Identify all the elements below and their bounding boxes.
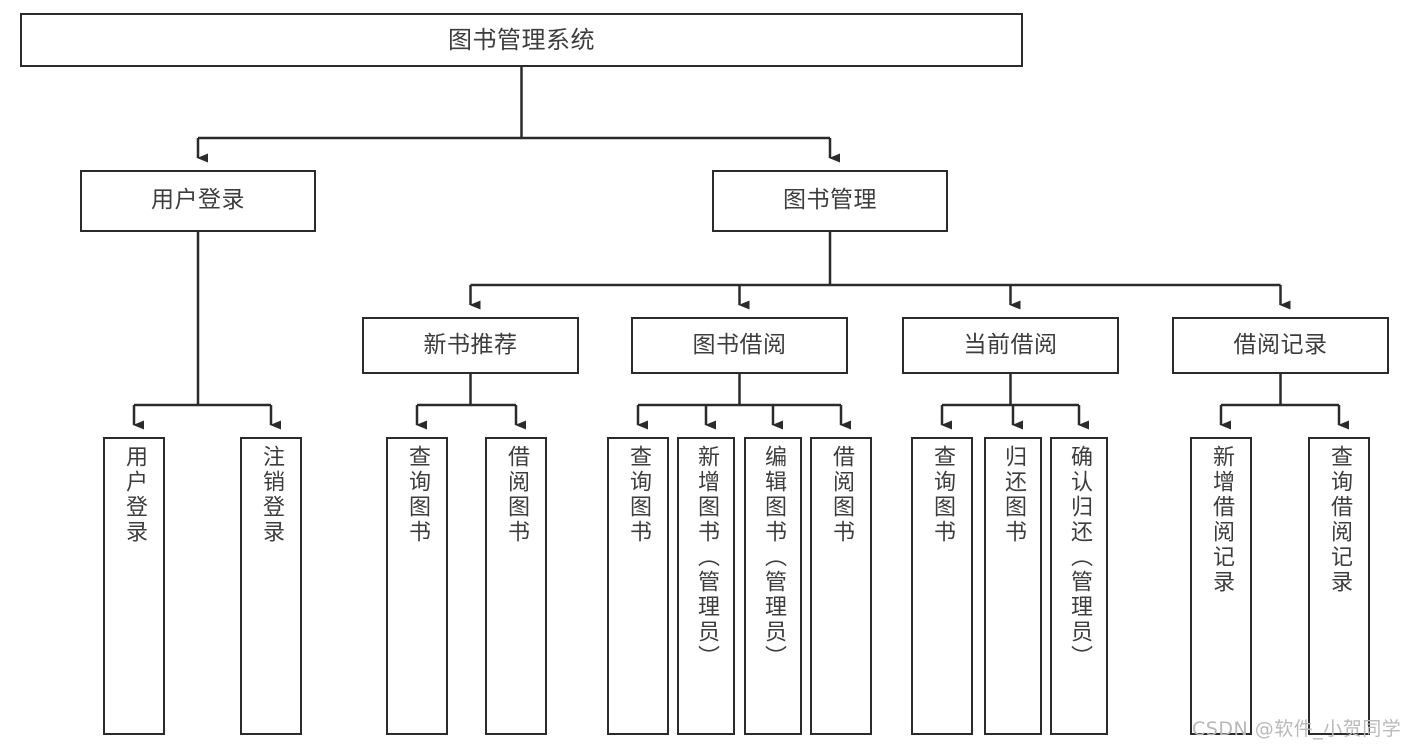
node-current-borrow[interactable]: 当前借阅 xyxy=(902,317,1119,374)
node-label-leaf-confirm-return: 确认归还（管理员） xyxy=(1067,445,1092,670)
node-leaf-logout[interactable]: 注销登录 xyxy=(240,437,302,735)
node-leaf-edit-book[interactable]: 编辑图书（管理员） xyxy=(744,437,802,735)
node-label-leaf-borrow-book-1: 借阅图书 xyxy=(504,445,529,545)
node-leaf-add-book[interactable]: 新增图书（管理员） xyxy=(677,437,735,735)
node-label-leaf-query-book-3: 查询图书 xyxy=(930,445,955,545)
node-borrow-record[interactable]: 借阅记录 xyxy=(1172,317,1389,374)
node-label-leaf-edit-book: 编辑图书（管理员） xyxy=(761,445,786,670)
node-label-leaf-query-book-1: 查询图书 xyxy=(405,445,430,545)
node-label-leaf-user-login: 用户登录 xyxy=(122,445,147,545)
node-leaf-query-book-1[interactable]: 查询图书 xyxy=(386,437,448,735)
node-label-leaf-add-record: 新增借阅记录 xyxy=(1209,445,1234,595)
watermark: CSDN @软件_小贺同学 xyxy=(1192,718,1402,740)
node-label-book-borrow: 图书借阅 xyxy=(692,331,787,358)
node-label-current-borrow: 当前借阅 xyxy=(963,331,1058,358)
node-label-leaf-logout: 注销登录 xyxy=(259,445,284,545)
node-user-login[interactable]: 用户登录 xyxy=(80,170,316,232)
node-leaf-user-login[interactable]: 用户登录 xyxy=(103,437,165,735)
node-label-user-login: 用户登录 xyxy=(151,187,245,214)
node-label-borrow-record: 借阅记录 xyxy=(1233,331,1328,358)
node-label-new-book-recommend: 新书推荐 xyxy=(423,331,518,358)
node-label-leaf-query-book-2: 查询图书 xyxy=(626,445,651,545)
node-leaf-query-book-3[interactable]: 查询图书 xyxy=(911,437,973,735)
node-label-leaf-return-book: 归还图书 xyxy=(1001,445,1026,545)
node-label-book-management: 图书管理 xyxy=(783,187,877,214)
node-book-management[interactable]: 图书管理 xyxy=(712,170,948,232)
node-label-leaf-query-record: 查询借阅记录 xyxy=(1327,445,1352,595)
node-root[interactable]: 图书管理系统 xyxy=(20,13,1023,67)
node-leaf-borrow-book-2[interactable]: 借阅图书 xyxy=(810,437,872,735)
node-new-book-recommend[interactable]: 新书推荐 xyxy=(362,317,579,374)
node-book-borrow[interactable]: 图书借阅 xyxy=(631,317,848,374)
node-leaf-query-record[interactable]: 查询借阅记录 xyxy=(1308,437,1370,735)
node-leaf-add-record[interactable]: 新增借阅记录 xyxy=(1190,437,1252,735)
node-label-leaf-add-book: 新增图书（管理员） xyxy=(694,445,719,670)
node-leaf-borrow-book-1[interactable]: 借阅图书 xyxy=(485,437,547,735)
node-leaf-query-book-2[interactable]: 查询图书 xyxy=(607,437,669,735)
node-label-leaf-borrow-book-2: 借阅图书 xyxy=(829,445,854,545)
node-label-root: 图书管理系统 xyxy=(448,25,595,54)
node-leaf-return-book[interactable]: 归还图书 xyxy=(984,437,1042,735)
node-leaf-confirm-return[interactable]: 确认归还（管理员） xyxy=(1050,437,1108,735)
